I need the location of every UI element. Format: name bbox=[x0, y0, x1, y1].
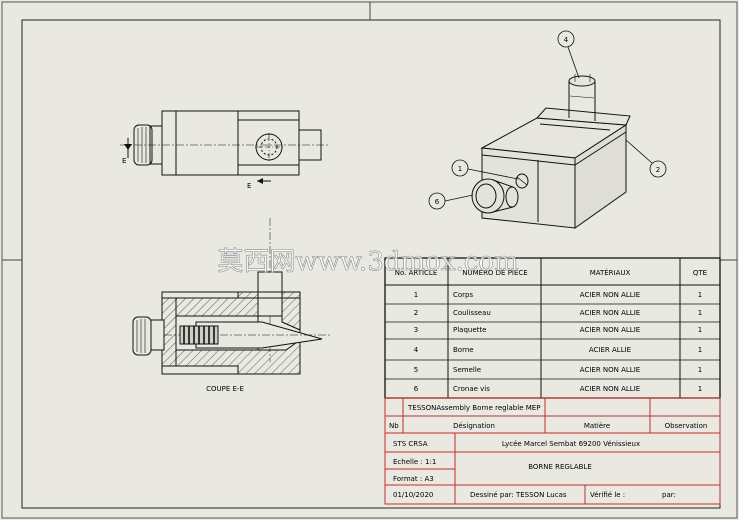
scale-label: Echelle : 1:1 bbox=[393, 458, 436, 466]
school-name: Lycée Marcel Sembat 69200 Vénissieux bbox=[502, 440, 640, 448]
nb-label: Nb bbox=[389, 422, 399, 430]
drawing-title: BORNE REGLABLE bbox=[528, 463, 592, 471]
svg-text:ACIER NON ALLIE: ACIER NON ALLIE bbox=[580, 291, 640, 299]
svg-text:3: 3 bbox=[414, 326, 418, 334]
balloon-4: 4 bbox=[557, 30, 575, 48]
balloon-6: 6 bbox=[428, 192, 446, 210]
svg-text:1: 1 bbox=[698, 366, 702, 374]
svg-text:1: 1 bbox=[698, 326, 702, 334]
matiere-label: Matière bbox=[584, 422, 610, 430]
section-screw-head bbox=[132, 316, 152, 356]
section-label: COUPE E-E bbox=[206, 385, 244, 393]
svg-text:1: 1 bbox=[698, 309, 702, 317]
balloon-1: 1 bbox=[451, 159, 469, 177]
bom-header-qty: QTE bbox=[693, 269, 707, 277]
svg-text:4: 4 bbox=[414, 346, 419, 354]
isometric-view bbox=[471, 74, 631, 229]
svg-text:ACIER ALLIE: ACIER ALLIE bbox=[589, 346, 631, 354]
svg-text:Plaquette: Plaquette bbox=[453, 326, 486, 334]
watermark-text: 莫西网www.3dmox.com bbox=[217, 247, 518, 277]
section-marker-left: E bbox=[122, 157, 126, 165]
section-view bbox=[132, 218, 330, 375]
top-view bbox=[120, 110, 330, 184]
svg-text:2: 2 bbox=[656, 166, 660, 174]
svg-text:Semelle: Semelle bbox=[453, 366, 481, 374]
svg-text:6: 6 bbox=[414, 385, 419, 393]
table-row: 5 Semelle ACIER NON ALLIE 1 bbox=[414, 366, 702, 374]
drawn-by-label: Dessiné par: TESSON Lucas bbox=[470, 491, 567, 499]
table-row: 2 Coulisseau ACIER NON ALLIE 1 bbox=[414, 309, 702, 317]
section-pin bbox=[257, 271, 283, 317]
svg-text:ACIER NON ALLIE: ACIER NON ALLIE bbox=[580, 326, 640, 334]
bom-header-no: No. ARTICLE bbox=[395, 269, 438, 277]
balloon-2: 2 bbox=[649, 160, 667, 178]
section-marker-bottom: E bbox=[247, 182, 251, 190]
svg-text:ACIER NON ALLIE: ACIER NON ALLIE bbox=[580, 309, 640, 317]
svg-text:1: 1 bbox=[698, 291, 702, 299]
bom-header-part: NUMÉRO DE PIÈCE bbox=[462, 268, 527, 277]
svg-text:5: 5 bbox=[414, 366, 418, 374]
svg-text:1: 1 bbox=[414, 291, 418, 299]
par-label: par: bbox=[662, 491, 676, 499]
assembly-name: TESSONAssembly Borne reglable MEP bbox=[407, 404, 540, 412]
svg-text:1: 1 bbox=[458, 165, 462, 173]
table-row: 3 Plaquette ACIER NON ALLIE 1 bbox=[414, 326, 702, 334]
iso-leaders bbox=[444, 46, 653, 202]
title-block-text: TESSONAssembly Borne reglable MEP Nb Dés… bbox=[389, 404, 707, 499]
bom-rows: 1 Corps ACIER NON ALLIE 1 2 Coulisseau A… bbox=[414, 291, 702, 393]
svg-text:1: 1 bbox=[698, 385, 702, 393]
svg-text:6: 6 bbox=[435, 198, 440, 206]
svg-text:ACIER NON ALLIE: ACIER NON ALLIE bbox=[580, 366, 640, 374]
table-row: 4 Borne ACIER ALLIE 1 bbox=[414, 346, 702, 354]
table-row: 1 Corps ACIER NON ALLIE 1 bbox=[414, 291, 702, 299]
svg-text:2: 2 bbox=[414, 309, 418, 317]
svg-text:4: 4 bbox=[564, 36, 569, 44]
date-label: 01/10/2020 bbox=[393, 491, 433, 499]
svg-text:ACIER NON ALLIE: ACIER NON ALLIE bbox=[580, 385, 640, 393]
svg-text:1: 1 bbox=[698, 346, 702, 354]
svg-text:Borne: Borne bbox=[453, 346, 474, 354]
format-label: Format : A3 bbox=[393, 475, 434, 483]
class-label: STS CRSA bbox=[393, 440, 428, 448]
title-block bbox=[384, 397, 721, 505]
bom-header-material: MATÉRIAUX bbox=[590, 268, 631, 277]
svg-text:Corps: Corps bbox=[453, 291, 473, 299]
svg-text:Coulisseau: Coulisseau bbox=[453, 309, 491, 317]
observation-label: Observation bbox=[665, 422, 708, 430]
svg-text:Cronae vis: Cronae vis bbox=[453, 385, 490, 393]
checked-by-label: Vérifié le : bbox=[590, 491, 625, 499]
iso-right-face bbox=[574, 124, 627, 229]
bom-table bbox=[384, 257, 721, 399]
designation-label: Désignation bbox=[453, 422, 495, 430]
table-row: 6 Cronae vis ACIER NON ALLIE 1 bbox=[414, 385, 702, 393]
bom-header: No. ARTICLE NUMÉRO DE PIÈCE MATÉRIAUX QT… bbox=[395, 268, 707, 277]
iso-pin-top bbox=[568, 75, 596, 87]
